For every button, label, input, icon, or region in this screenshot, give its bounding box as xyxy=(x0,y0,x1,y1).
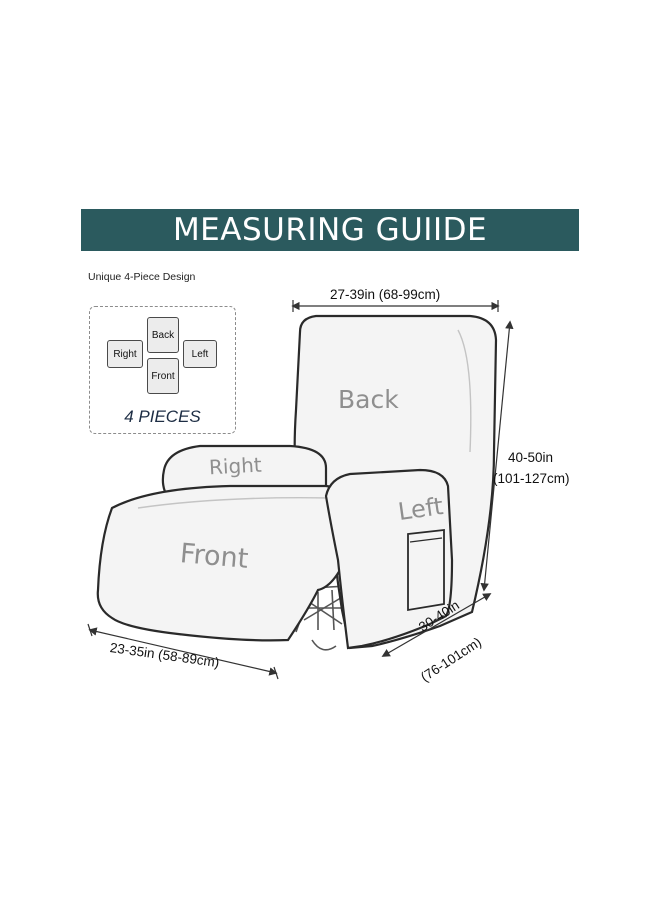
pieces-count: 4 PIECES xyxy=(124,407,201,426)
dim-line-depth xyxy=(381,593,492,657)
page-title: MEASURING GUIIDE xyxy=(172,212,488,248)
chair-label-back: Back xyxy=(338,385,399,414)
title-banner: MEASURING GUIIDE xyxy=(81,209,579,251)
dim-line-height xyxy=(480,320,514,592)
dim-top-width: 27-39in (68-99cm) xyxy=(330,287,441,302)
design-subtitle: Unique 4-Piece Design xyxy=(88,271,196,283)
dim-height-in: 40-50in xyxy=(508,450,554,465)
piece-front: Front xyxy=(147,358,179,394)
piece-left: Left xyxy=(183,340,217,368)
chair-label-front: Front xyxy=(178,538,250,575)
dim-height-cm: (101-127cm) xyxy=(493,471,570,486)
chair-front-footrest xyxy=(96,484,352,642)
piece-back: Back xyxy=(147,317,179,353)
piece-right: Right xyxy=(107,340,143,368)
chair-label-right: Right xyxy=(208,452,263,480)
pieces-legend: Back Right Left Front 4 PIECES xyxy=(89,306,236,434)
dim-line-footrest xyxy=(88,627,278,676)
